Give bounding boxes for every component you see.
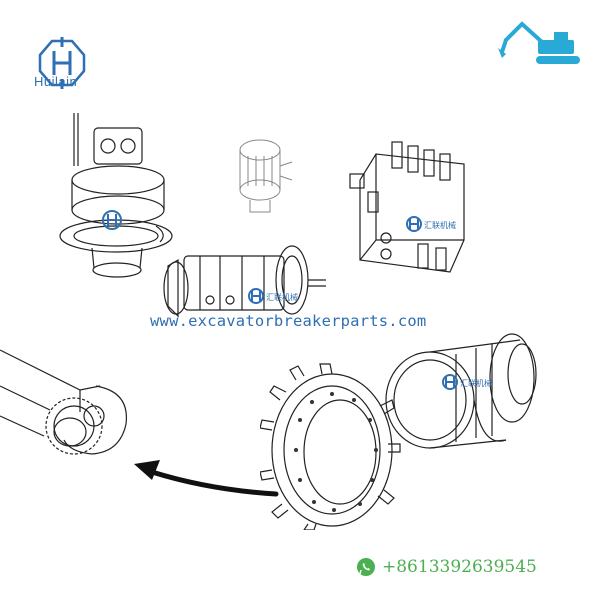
travel-motor-sprocket-drawing: 汇联机械 [260,333,537,530]
contact-row[interactable]: +8613392639545 [356,556,537,578]
pump-drawing [239,139,293,213]
excavator-icon [498,21,580,64]
track-frame-drawing [0,349,128,455]
watermark-text: 汇联机械 [424,220,456,230]
swing-motor-drawing [59,113,173,278]
website-url: www.excavatorbreakerparts.com [150,312,427,330]
phone-number[interactable]: +8613392639545 [382,557,537,577]
logo-text: Huilain [34,74,78,89]
whatsapp-icon [357,558,375,576]
huilain-logo-icon [38,37,86,89]
watermark-text: 汇联机械 [460,378,492,388]
hydraulic-pump-drawing: 汇联机械 [163,245,326,318]
control-valve-drawing: 汇联机械 [349,141,465,273]
watermark-text: 汇联机械 [266,292,298,302]
arrow-icon [134,460,279,497]
